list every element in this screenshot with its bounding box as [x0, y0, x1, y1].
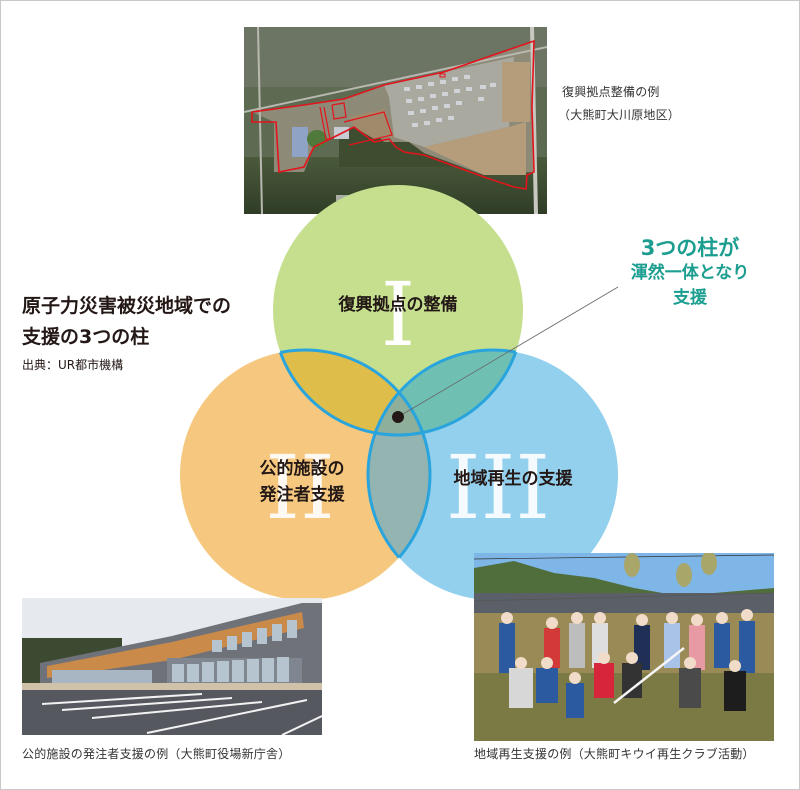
pillar-2-label: 公的施設の 発注者支援 — [232, 456, 372, 508]
aerial-photo-okawara — [244, 27, 547, 214]
town-hall-illustration — [22, 598, 322, 735]
aerial-map-illustration — [244, 27, 547, 214]
bottom-right-caption: 地域再生支援の例（大熊町キウイ再生クラブ活動） — [474, 747, 755, 761]
pillar-1-label: 復興拠点の整備 — [338, 295, 458, 315]
title-line2: 支援の3つの柱 — [22, 326, 150, 348]
bottom-left-caption: 公的施設の発注者支援の例（大熊町役場新庁舎） — [22, 747, 291, 761]
center-dot — [392, 411, 404, 423]
overlap-1-2 — [273, 350, 430, 435]
kiwi-club-photo — [474, 553, 774, 741]
numeral-3: III — [446, 436, 550, 539]
callout-leader-line — [397, 286, 619, 418]
callout-text: 3つの柱が 渾然一体となり 支援 — [600, 236, 780, 311]
title-line1: 原子力災害被災地域での — [22, 295, 232, 317]
pillar-2-label-line2: 発注者支援 — [259, 485, 345, 505]
numeral-1: I — [381, 263, 416, 366]
source-credit: 出典：UR都市機構 — [22, 358, 124, 372]
town-hall-photo — [22, 598, 322, 735]
callout-line3: 支援 — [673, 288, 707, 308]
kiwi-club-illustration — [474, 553, 774, 741]
pillar-3-label: 地域再生の支援 — [453, 469, 573, 489]
pillar-2-label-line1: 公的施設の — [259, 459, 345, 479]
callout-line2: 渾然一体となり — [630, 263, 750, 283]
overlap-1-3 — [368, 350, 523, 435]
top-photo-caption-line1: 復興拠点整備の例 — [562, 85, 660, 99]
numeral-2: II — [265, 436, 335, 539]
diagram-title: 原子力災害被災地域での 支援の3つの柱 — [22, 291, 231, 353]
top-photo-caption-line2: （大熊町大川原地区） — [558, 108, 681, 122]
callout-line1: 3つの柱が — [640, 236, 740, 260]
